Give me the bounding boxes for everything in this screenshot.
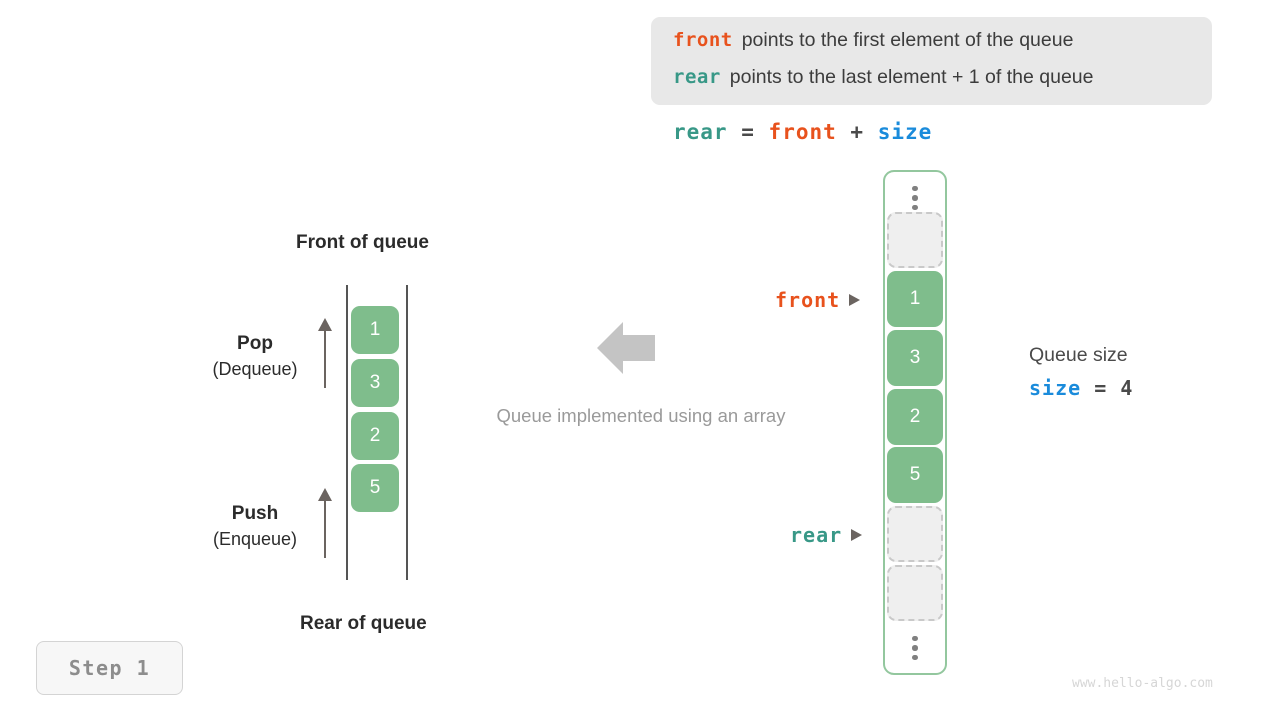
- push-alt-name: (Enqueue): [212, 529, 298, 549]
- watermark: www.hello-algo.com: [1072, 676, 1213, 691]
- size-value: 4: [1120, 376, 1134, 400]
- queue-channel-rail-right: [406, 285, 408, 580]
- step-badge: Step 1: [36, 641, 183, 695]
- formula-plus: +: [850, 120, 865, 144]
- rear-pointer-name: rear: [790, 523, 843, 547]
- legend-rear-description: points to the last element + 1 of the qu…: [729, 66, 1094, 88]
- triangle-right-icon: [849, 294, 861, 306]
- size-expression: size = 4: [1029, 376, 1133, 400]
- legend-front-description: points to the first element of the queue: [741, 29, 1074, 51]
- array-slot-filled: 2: [887, 389, 943, 445]
- size-annotation: Queue size size = 4: [1029, 344, 1133, 400]
- array-slot-empty: [887, 565, 943, 621]
- pop-alt-name: (Dequeue): [212, 359, 298, 379]
- push-name: Push: [231, 503, 279, 524]
- array-slot-filled: 3: [887, 330, 943, 386]
- legend-line-rear: rear points to the last element + 1 of th…: [673, 66, 1093, 89]
- center-caption: Queue implemented using an array: [496, 405, 786, 426]
- queue-channel-rail-left: [346, 285, 348, 580]
- size-keyword: size: [1029, 376, 1082, 400]
- pop-label: Pop (Dequeue): [185, 333, 325, 380]
- pop-arrow-icon: [314, 318, 336, 390]
- array-slot-filled: 5: [887, 447, 943, 503]
- push-label: Push (Enqueue): [185, 503, 325, 550]
- formula-lhs: rear: [673, 120, 728, 144]
- array-slot-empty: [887, 212, 943, 268]
- rear-pointer-label: rear: [790, 523, 863, 547]
- legend-line-front: front points to the first element of the …: [673, 29, 1073, 52]
- queue-cell: 1: [351, 306, 399, 354]
- formula-operand-front: front: [768, 120, 837, 144]
- array-slot-filled: 1: [887, 271, 943, 327]
- size-equals: =: [1094, 376, 1108, 400]
- queue-cell: 2: [351, 412, 399, 460]
- push-arrow-icon: [314, 488, 336, 560]
- queue-cell: 3: [351, 359, 399, 407]
- front-of-queue-label: Front of queue: [296, 232, 429, 253]
- legend-box: front points to the first element of the …: [651, 17, 1212, 105]
- array-slot-empty: [887, 506, 943, 562]
- rear-of-queue-label: Rear of queue: [300, 613, 427, 634]
- formula-equals: =: [741, 120, 755, 144]
- legend-rear-keyword: rear: [673, 66, 721, 88]
- triangle-right-icon: [851, 529, 863, 541]
- pop-name: Pop: [237, 333, 273, 354]
- arrow-left-icon: [597, 322, 655, 374]
- rear-formula: rear = front + size: [673, 120, 932, 144]
- array-ellipsis-top: [887, 172, 943, 224]
- queue-cell: 5: [351, 464, 399, 512]
- formula-operand-size: size: [877, 120, 933, 144]
- front-pointer-label: front: [775, 288, 861, 312]
- legend-front-keyword: front: [673, 29, 733, 51]
- size-title: Queue size: [1029, 344, 1128, 366]
- front-pointer-name: front: [775, 288, 841, 312]
- array-ellipsis-bottom: [887, 622, 943, 674]
